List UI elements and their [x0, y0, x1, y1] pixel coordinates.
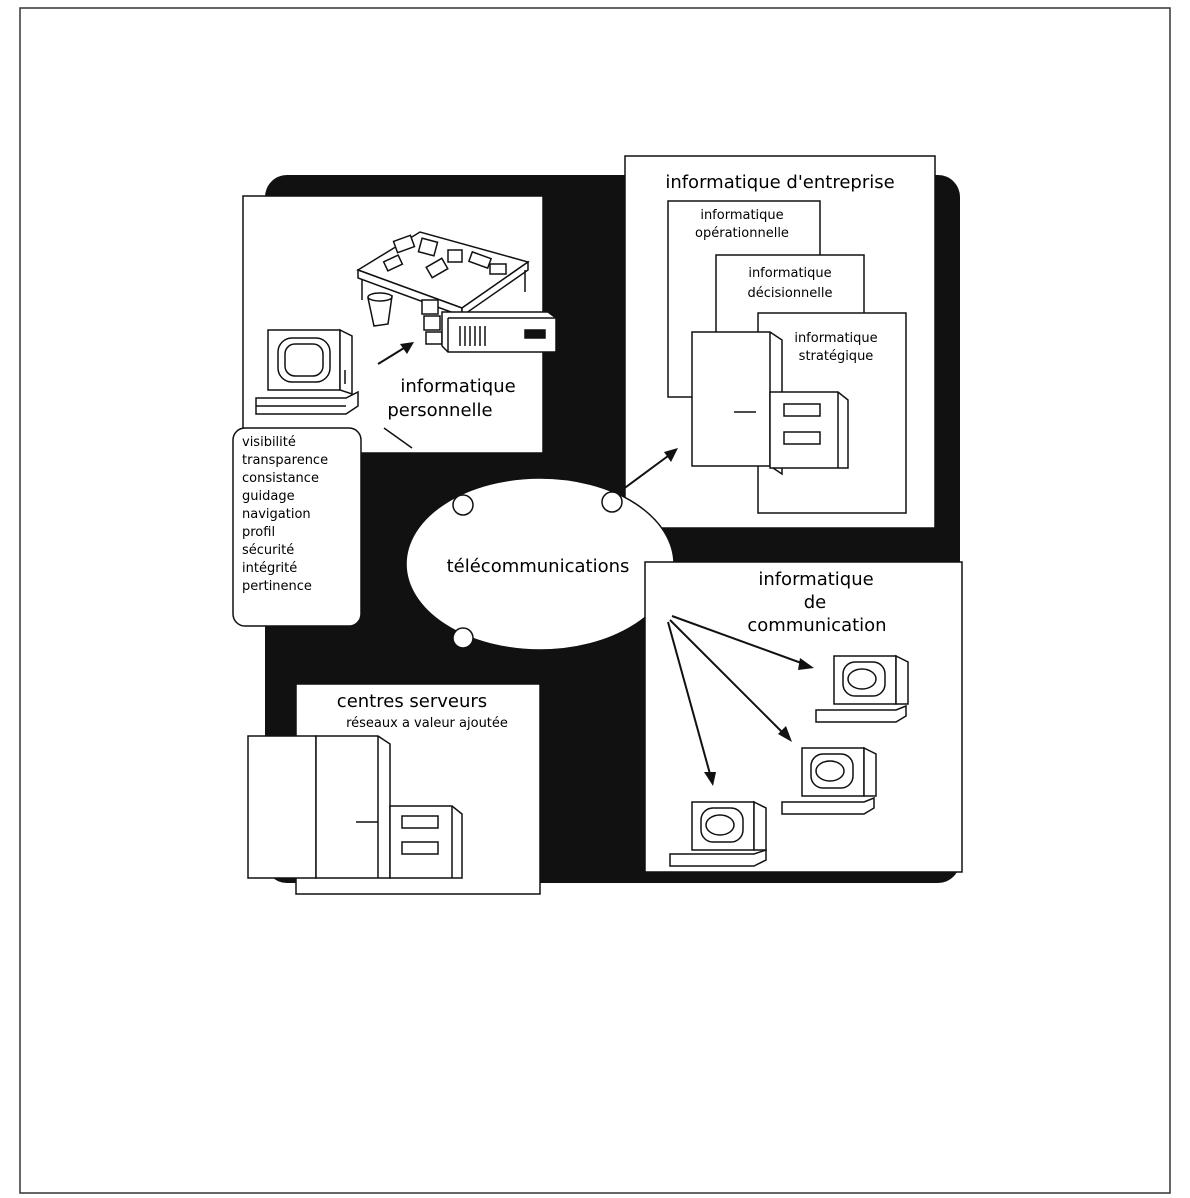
criteria-item: sécurité — [242, 543, 294, 558]
strategic-line2: stratégique — [799, 349, 874, 364]
personal-panel: informatique personnelle — [242, 195, 557, 454]
enterprise-panel: informatique d'entreprise informatique o… — [624, 155, 936, 529]
servers-title: centres serveurs — [337, 691, 487, 712]
criteria-item: transparence — [242, 453, 328, 468]
operational-line2: opérationnelle — [695, 226, 789, 241]
communication-title-line1: informatique — [758, 569, 873, 590]
arrow-head-icon — [664, 448, 678, 462]
hub-port-icon — [452, 627, 474, 649]
arrow-head-icon — [778, 726, 792, 742]
terminal-icon — [815, 654, 909, 723]
criteria-item: intégrité — [242, 561, 297, 576]
criteria-item: visibilité — [242, 435, 296, 450]
arrow-head-icon — [400, 342, 414, 354]
terminal-icon — [669, 800, 767, 867]
servers-subtitle: réseaux a valeur ajoutée — [346, 716, 508, 731]
communication-title-line2: de — [804, 592, 827, 613]
criteria-item: profil — [242, 525, 275, 540]
servers-panel: centres serveurs réseaux a valeur ajouté… — [247, 683, 541, 895]
communication-arrows — [667, 615, 805, 775]
hub-port-icon — [452, 494, 474, 516]
mainframe-icon — [691, 331, 849, 476]
criteria-item: navigation — [242, 507, 311, 522]
computer-icon — [255, 328, 359, 415]
criteria-item: pertinence — [242, 579, 312, 594]
criteria-item: guidage — [242, 489, 295, 504]
personal-title-line1: informatique — [400, 376, 515, 397]
telecom-hub: télécommunications — [405, 477, 675, 651]
desk-illustration — [356, 231, 557, 353]
arrow-head-icon — [798, 658, 814, 670]
arrow-head-icon — [704, 772, 716, 786]
personal-title-line2: personnelle — [387, 400, 492, 421]
hub-port-icon — [601, 491, 623, 513]
personal-pointer — [383, 427, 413, 449]
terminal-icon — [781, 746, 877, 815]
criteria-item: consistance — [242, 471, 319, 486]
hub-label: télécommunications — [447, 556, 630, 577]
operational-line1: informatique — [700, 208, 783, 223]
communication-title-line3: communication — [747, 615, 886, 636]
decisional-line1: informatique — [748, 266, 831, 281]
criteria-box: visibilité transparence consistance guid… — [232, 427, 362, 627]
strategic-line1: informatique — [794, 331, 877, 346]
communication-panel: informatique de communication — [644, 561, 963, 873]
personal-arrow — [377, 347, 405, 365]
enterprise-arrow — [621, 455, 669, 491]
enterprise-title: informatique d'entreprise — [665, 172, 894, 193]
server-icon — [247, 735, 463, 879]
decisional-line2: décisionnelle — [747, 286, 832, 301]
